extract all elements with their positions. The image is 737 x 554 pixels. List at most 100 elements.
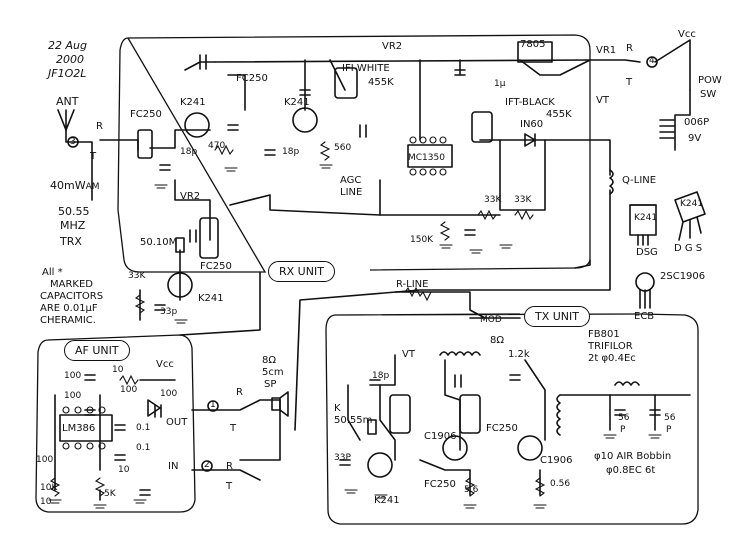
rx-vr1-t: T bbox=[626, 77, 633, 88]
speaker-symbol bbox=[271, 391, 289, 417]
pinout-dsg: DSG bbox=[636, 247, 658, 258]
af-unit-tag: AF UNIT bbox=[64, 340, 130, 361]
tx-imp-8: 8Ω bbox=[490, 335, 505, 346]
rx-cap-33p: 33p bbox=[160, 307, 178, 317]
r-line-label: R-LINE bbox=[396, 279, 429, 290]
year-label: 2000 bbox=[56, 53, 84, 66]
af-c100c: 100 bbox=[120, 385, 138, 395]
rx-res-150k: 150K bbox=[410, 235, 434, 245]
rx-fc250-osc: FC250 bbox=[200, 261, 232, 272]
af-relay-t: T bbox=[230, 423, 237, 434]
af-c100a: 100 bbox=[64, 371, 82, 381]
af-r10k: 10K bbox=[40, 483, 58, 493]
ic-pins bbox=[62, 136, 447, 450]
note-line-5: CHERAMIC. bbox=[40, 315, 96, 326]
relay-3-terminal bbox=[67, 136, 79, 148]
pinout-dgs: D G S bbox=[674, 243, 703, 254]
spec-unit: MHZ bbox=[60, 219, 86, 232]
tx-winding: 2t φ0.4Ec bbox=[588, 353, 636, 364]
antenna-relay-num: 3 bbox=[70, 137, 76, 147]
tx-coil-2: φ0.8EC 6t bbox=[606, 465, 656, 476]
power-sw-label-2: SW bbox=[700, 89, 717, 100]
speaker-sp: SP bbox=[264, 379, 277, 390]
k241-transistor-2 bbox=[292, 107, 318, 133]
q-line-label: Q-LINE bbox=[622, 175, 657, 186]
speaker-impedance: 8Ω bbox=[262, 355, 277, 366]
pinout-sketches bbox=[629, 191, 706, 309]
tx-k: K bbox=[334, 403, 341, 414]
lm386-ic bbox=[59, 414, 113, 442]
speaker-size: 5cm bbox=[262, 367, 284, 378]
af-relay-1: 1 bbox=[210, 400, 216, 410]
wiring bbox=[54, 39, 691, 501]
tx-coil-1: φ10 AIR Bobbin bbox=[594, 451, 672, 462]
tx-c56b: 56 bbox=[664, 413, 676, 423]
note-line-2: MARKED bbox=[50, 279, 93, 290]
rx-fc250-left: FC250 bbox=[130, 109, 162, 120]
rx-k241-c: K241 bbox=[198, 293, 224, 304]
tx-r56a: 5.6 bbox=[464, 485, 479, 495]
battery-type: 006P bbox=[684, 117, 710, 128]
af-c10b: 10 bbox=[118, 465, 130, 475]
rx-osc-freq: 50.10M bbox=[140, 237, 178, 248]
mc1350-ic bbox=[407, 144, 453, 168]
rx-agc-line: LINE bbox=[340, 187, 363, 198]
rx-mc1350: MC1350 bbox=[408, 153, 445, 163]
rx-vr1: VR1 bbox=[596, 45, 617, 56]
rx-agc: AGC bbox=[340, 175, 362, 186]
spec-freq: 50.55 bbox=[58, 205, 90, 218]
antenna-relay-t: T bbox=[90, 151, 97, 162]
rx-cap-18p: 18p bbox=[180, 147, 198, 157]
rx-res-33k-b: 33K bbox=[514, 195, 532, 205]
rx-res-470: 470 bbox=[208, 141, 226, 151]
note-line-4: ARE 0.01μF bbox=[40, 303, 98, 314]
af-out: OUT bbox=[166, 417, 188, 428]
ground-symbols bbox=[48, 164, 662, 509]
tx-c56a-p: P bbox=[620, 425, 626, 435]
ics bbox=[59, 41, 553, 442]
tx-fb801: FB801 bbox=[588, 329, 620, 340]
2sc1906-pinout bbox=[635, 272, 655, 292]
rx-k241-a: K241 bbox=[180, 97, 206, 108]
power-vcc: Vcc bbox=[678, 29, 696, 40]
note-line-1: All * bbox=[42, 267, 66, 278]
tx-cap-18p: 18p bbox=[372, 371, 390, 381]
rx-k241-b: K241 bbox=[284, 97, 310, 108]
k241-transistor-1 bbox=[184, 112, 210, 138]
af-relay2-t: T bbox=[226, 481, 233, 492]
tx-c1906-b: C1906 bbox=[540, 455, 573, 466]
callsign-label: JF1O2L bbox=[48, 67, 87, 80]
antenna-label: ANT bbox=[56, 95, 79, 108]
mod-label: MOD bbox=[480, 315, 502, 325]
tx-cap-33p: 33P bbox=[334, 453, 351, 463]
pinout-k241-b: K241 bbox=[680, 199, 704, 209]
pinout-k241: K241 bbox=[634, 213, 658, 223]
rx-vr2-b: VR2 bbox=[180, 191, 201, 202]
af-relay-2: 2 bbox=[204, 460, 210, 470]
af-lm386: LM386 bbox=[62, 423, 96, 434]
af-c01a: 0.1 bbox=[136, 423, 151, 433]
tx-r056: 0.56 bbox=[550, 479, 571, 489]
rx-ifi-white: IFI-WHITE bbox=[342, 63, 390, 74]
rx-res-33k-a: 33K bbox=[484, 195, 502, 205]
spec-power: 40mWAM bbox=[50, 179, 100, 192]
rx-fc250-top: FC250 bbox=[236, 73, 268, 84]
transistors bbox=[167, 107, 655, 478]
af-c100e: 100 bbox=[36, 455, 54, 465]
rx-vr1-r: R bbox=[626, 43, 633, 54]
af-c100d: 100 bbox=[160, 389, 178, 399]
tx-unit-tag: TX UNIT bbox=[524, 306, 590, 327]
af-c10: 10 bbox=[112, 365, 124, 375]
rx-455k-b: 455K bbox=[546, 109, 572, 120]
date-label: 22 Aug bbox=[48, 39, 87, 52]
c1906-transistor-2 bbox=[517, 435, 543, 461]
af-relay2-r: R bbox=[226, 461, 233, 472]
tx-c56b-p: P bbox=[666, 425, 672, 435]
tx-fc250-b: FC250 bbox=[486, 423, 518, 434]
rx-cap-18p-b: 18p bbox=[282, 147, 300, 157]
rx-relay-num: 4 bbox=[649, 56, 655, 66]
coils bbox=[137, 67, 640, 436]
rx-cap-1u: 1μ bbox=[494, 79, 506, 89]
af-vcc: Vcc bbox=[156, 359, 174, 370]
